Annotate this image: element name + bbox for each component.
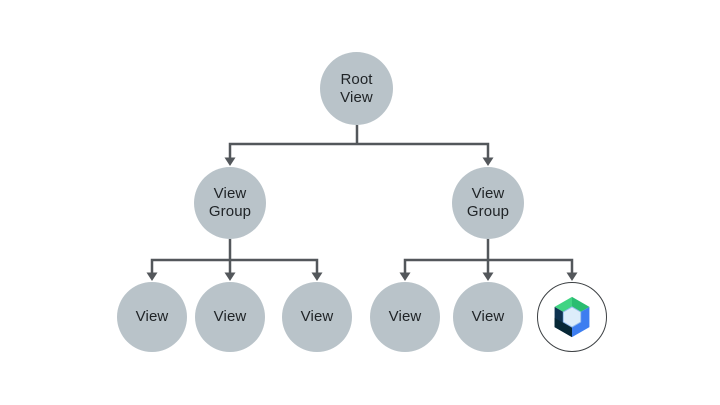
arrowhead-view3 <box>311 272 323 281</box>
node-label: View <box>213 308 247 325</box>
node-label: View <box>471 185 505 202</box>
node-view-group-left: View Group <box>194 167 266 239</box>
edge-group-left-rail <box>150 258 319 273</box>
edge-root-rail <box>228 142 490 159</box>
node-compose <box>537 282 607 352</box>
node-label: Root <box>340 70 373 88</box>
node-view-group-right: View Group <box>452 167 524 239</box>
arrowhead-view5 <box>482 272 494 281</box>
node-label: View <box>388 308 422 325</box>
node-view-1: View <box>117 282 187 352</box>
node-view-5: View <box>453 282 523 352</box>
node-view-3: View <box>282 282 352 352</box>
arrowhead-group-left <box>224 157 236 166</box>
arrowhead-view1 <box>146 272 158 281</box>
jetpack-compose-logo-icon <box>554 296 590 338</box>
arrowhead-compose-node <box>566 272 578 281</box>
node-label: View <box>300 308 334 325</box>
node-view-4: View <box>370 282 440 352</box>
node-label: View <box>340 88 373 106</box>
node-label: Group <box>208 203 252 220</box>
node-label: View <box>135 308 169 325</box>
arrowhead-view4 <box>399 272 411 281</box>
arrowhead-group-right <box>482 157 494 166</box>
node-label: Group <box>466 203 510 220</box>
node-label: View <box>213 185 247 202</box>
node-root-view: Root View <box>320 52 393 125</box>
arrowhead-view2 <box>224 272 236 281</box>
node-label: View <box>471 308 505 325</box>
node-view-2: View <box>195 282 265 352</box>
